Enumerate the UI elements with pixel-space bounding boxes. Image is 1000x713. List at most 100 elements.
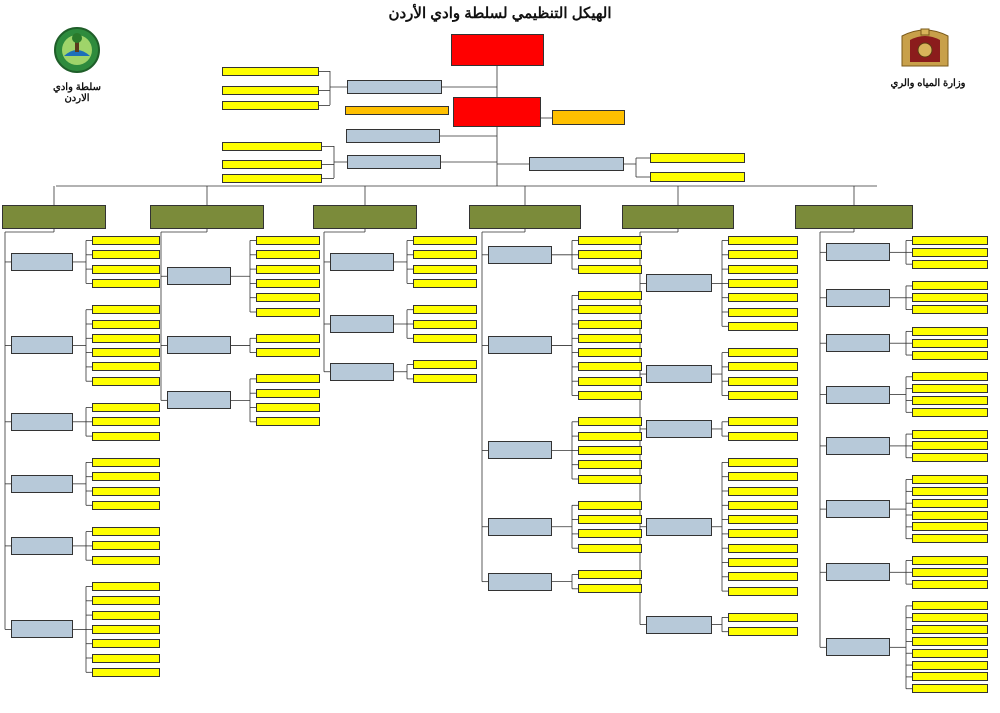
- section-box: [912, 555, 988, 565]
- section-box: [92, 403, 160, 412]
- directorate-box: [826, 563, 890, 582]
- section-box: [256, 333, 320, 343]
- directorate-box: [646, 419, 712, 438]
- section-box: [728, 431, 798, 441]
- directorate-box: [11, 336, 73, 355]
- section-box: [256, 417, 320, 427]
- section-box: [92, 264, 160, 274]
- section-box: [413, 278, 477, 288]
- section-box: [912, 510, 988, 520]
- section-box: [912, 305, 988, 315]
- section-box: [92, 431, 160, 441]
- department-box: [622, 205, 734, 229]
- section-box: [912, 259, 988, 269]
- legal-affairs-box: [529, 157, 624, 171]
- department-box: [795, 205, 913, 229]
- section-box: [728, 348, 798, 358]
- section-box: [912, 407, 988, 417]
- section-box: [413, 236, 477, 245]
- section-box: [912, 684, 988, 694]
- section-box: [578, 500, 642, 510]
- directorate-box: [488, 245, 552, 264]
- section-box: [578, 305, 642, 315]
- section-box: [578, 570, 642, 579]
- section-box: [912, 326, 988, 336]
- section-box: [92, 305, 160, 315]
- ministry-label: وزارة المياه والري: [890, 78, 966, 89]
- section-box: [912, 660, 988, 670]
- directorate-box: [11, 252, 73, 271]
- section-box: [912, 613, 988, 623]
- directorate-box: [826, 436, 890, 455]
- section-box: [728, 500, 798, 510]
- section-box: [256, 348, 320, 358]
- section-box: [912, 281, 988, 291]
- section-box: [728, 236, 798, 245]
- section-box: [92, 653, 160, 663]
- section-box: [92, 541, 160, 551]
- section-box: [728, 543, 798, 553]
- jva-logo: [52, 26, 102, 74]
- directorate-box: [330, 315, 394, 333]
- section-box: [728, 417, 798, 427]
- section-box: [728, 278, 798, 288]
- section-box: [728, 457, 798, 467]
- section-box: [92, 582, 160, 591]
- directorate-box: [488, 572, 552, 591]
- section-box: [912, 579, 988, 589]
- directorate-box: [167, 267, 231, 286]
- directorate-box: [167, 391, 231, 410]
- section-box: [92, 362, 160, 372]
- section-box: [728, 250, 798, 260]
- section-box: [413, 319, 477, 329]
- investment-unit-box: [347, 155, 441, 169]
- section-box: [92, 527, 160, 537]
- section-box: [912, 236, 988, 245]
- investment-section-box: [222, 160, 322, 169]
- directorate-box: [11, 620, 73, 639]
- section-box: [912, 384, 988, 394]
- audit-section-box: [222, 86, 319, 95]
- section-box: [92, 667, 160, 677]
- section-box: [256, 293, 320, 303]
- section-box: [912, 475, 988, 484]
- section-box: [728, 627, 798, 637]
- section-box: [92, 472, 160, 482]
- crest-icon: [901, 28, 949, 67]
- section-box: [92, 333, 160, 343]
- secretary-general-box: [453, 97, 541, 127]
- directorate-box: [330, 252, 394, 271]
- department-box: [313, 205, 417, 229]
- section-box: [578, 348, 642, 358]
- section-box: [413, 360, 477, 370]
- section-box: [578, 264, 642, 274]
- directorate-box: [826, 500, 890, 519]
- section-box: [413, 333, 477, 343]
- section-box: [728, 321, 798, 331]
- section-box: [578, 584, 642, 594]
- jva-logo-label: سلطة وادي الاردن: [53, 82, 101, 104]
- directorate-box: [646, 517, 712, 536]
- section-box: [728, 612, 798, 622]
- audit-section-box: [222, 101, 319, 110]
- section-box: [92, 278, 160, 288]
- section-box: [912, 522, 988, 532]
- directorate-box: [488, 517, 552, 536]
- section-box: [256, 307, 320, 317]
- section-box: [728, 264, 798, 274]
- section-box: [578, 417, 642, 427]
- directorate-box: [646, 365, 712, 384]
- section-box: [912, 636, 988, 646]
- section-box: [912, 247, 988, 257]
- section-box: [578, 529, 642, 539]
- minister-box: [451, 34, 544, 66]
- section-box: [728, 586, 798, 596]
- section-box: [728, 572, 798, 582]
- section-box: [912, 453, 988, 463]
- section-box: [912, 567, 988, 577]
- section-box: [92, 486, 160, 496]
- section-box: [728, 472, 798, 482]
- directorate-box: [167, 336, 231, 355]
- section-box: [413, 305, 477, 315]
- section-box: [92, 376, 160, 386]
